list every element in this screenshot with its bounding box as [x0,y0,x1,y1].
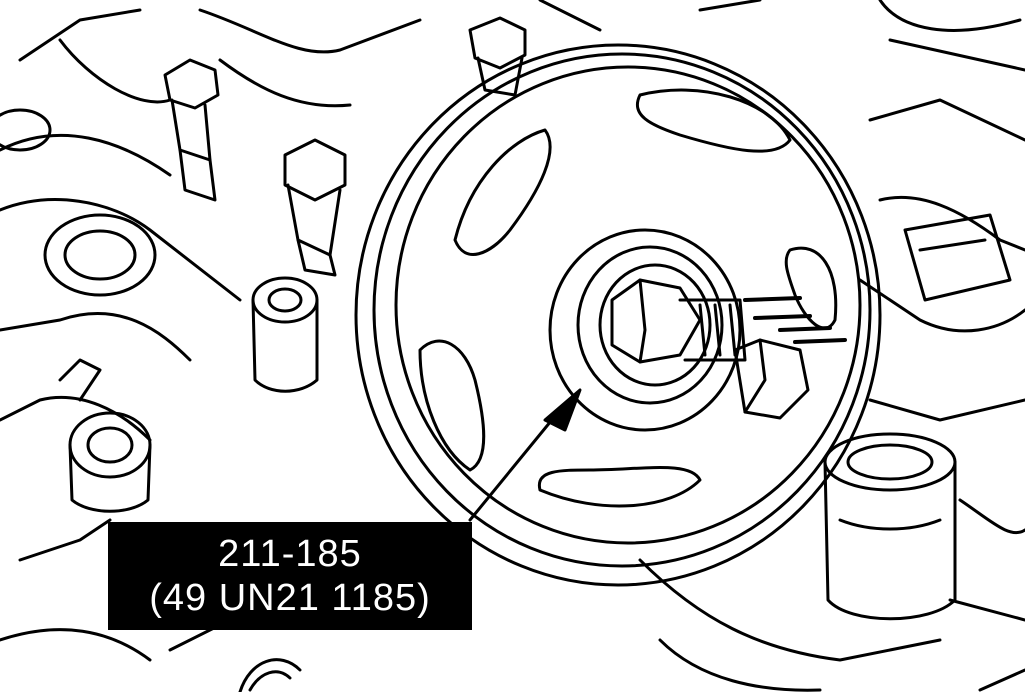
cover-bolt [163,58,220,202]
tool-number-label: 211-185 (49 UN21 1185) [108,522,472,630]
alt-tool-number: (49 UN21 1185) [149,577,431,619]
hose-fitting [58,358,152,513]
cover-bolt [283,138,347,277]
cylinder-sleeve [823,432,957,621]
tool-number: 211-185 [218,533,362,575]
engine-port [0,108,157,297]
leader-line [468,388,582,522]
puller-bolt [610,278,810,420]
direction-arrows [743,296,847,344]
mount-pad [903,213,1012,302]
crankshaft-pulley [354,43,882,587]
cover-bolt [468,16,527,97]
dowel-boss [251,276,319,393]
